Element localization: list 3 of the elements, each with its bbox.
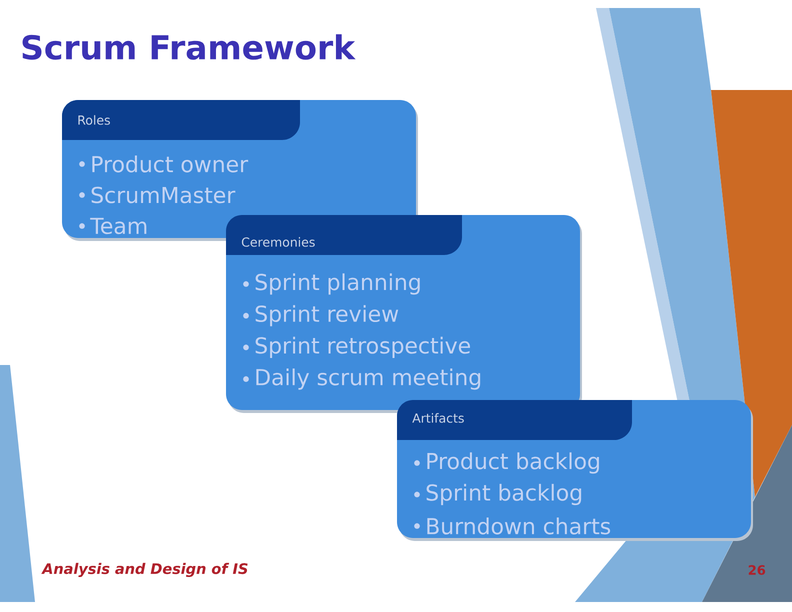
- page-number: 26: [748, 565, 766, 575]
- footer-text: Analysis and Design of IS: [41, 562, 248, 578]
- slide-title: Scrum Framework: [22, 34, 356, 60]
